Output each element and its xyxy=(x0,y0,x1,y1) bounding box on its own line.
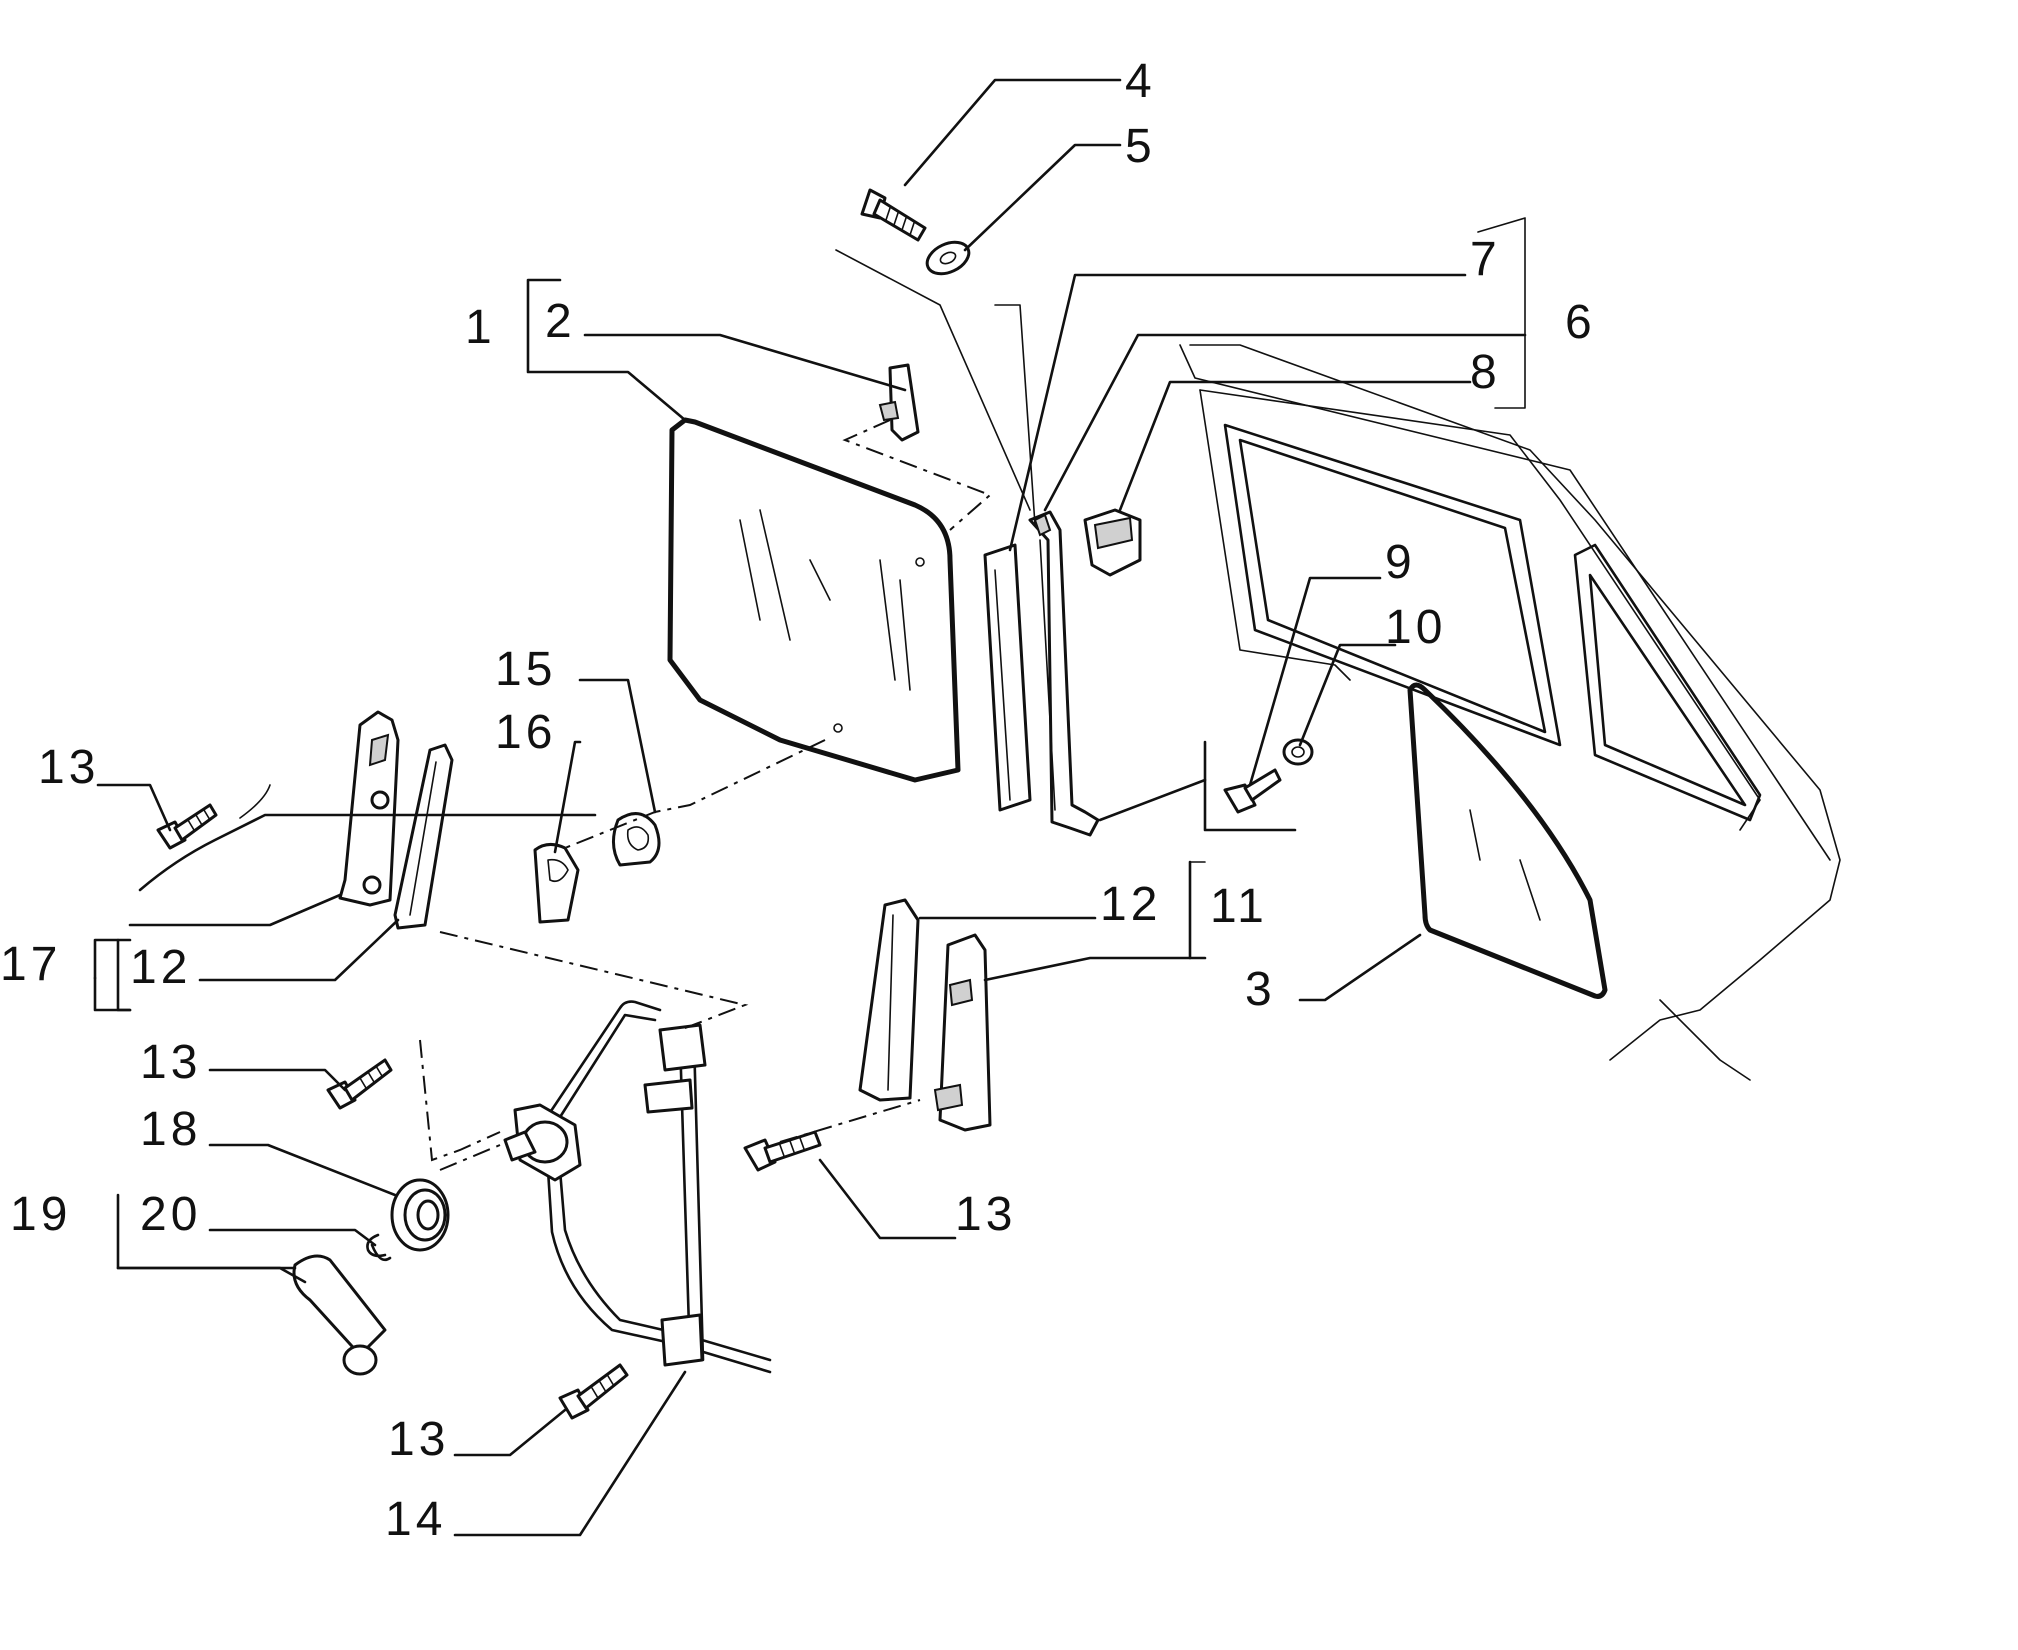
assembly-centre-lines xyxy=(419,249,1036,1171)
washer-part-10 xyxy=(1282,738,1314,766)
label-17: 17 xyxy=(0,938,61,991)
seal-part-12-right xyxy=(858,898,920,1102)
label-12-left: 12 xyxy=(130,941,191,994)
label-13-bottom: 13 xyxy=(388,1413,449,1466)
label-7: 7 xyxy=(1470,233,1501,286)
bolt-part-13-right xyxy=(743,1130,822,1172)
label-11: 11 xyxy=(1210,880,1268,933)
label-13-right: 13 xyxy=(955,1188,1016,1241)
label-8: 8 xyxy=(1470,346,1501,399)
label-18: 18 xyxy=(140,1103,201,1156)
car-body-outline xyxy=(1179,344,1841,1081)
quarter-glass-part-3 xyxy=(1407,682,1608,999)
seal-part-12-left xyxy=(393,743,454,930)
label-12-right: 12 xyxy=(1100,878,1161,931)
rear-channel-part-6 xyxy=(1028,510,1100,837)
label-3: 3 xyxy=(1245,963,1276,1016)
label-10: 10 xyxy=(1385,601,1446,654)
label-13-mid-left: 13 xyxy=(140,1036,201,1089)
label-15: 15 xyxy=(495,643,556,696)
spring-clip-part-20 xyxy=(366,1233,392,1262)
leader-lines xyxy=(93,78,1527,1537)
front-guide-part-17 xyxy=(338,710,400,907)
clip-part-16 xyxy=(533,843,580,924)
label-16: 16 xyxy=(495,706,556,759)
label-14: 14 xyxy=(385,1493,446,1546)
part-number-labels: 4 5 1 2 7 6 8 9 10 15 16 13 12 11 17 12 … xyxy=(0,55,1596,1546)
washer-part-5 xyxy=(925,240,971,276)
glass-clip-part-2 xyxy=(878,363,920,442)
label-4: 4 xyxy=(1125,55,1156,108)
label-5: 5 xyxy=(1125,120,1156,173)
label-6: 6 xyxy=(1565,296,1596,349)
label-13-top-left: 13 xyxy=(38,741,99,794)
bolt-part-13-bottom xyxy=(558,1363,629,1420)
bolt-part-9 xyxy=(1223,768,1282,814)
clip-part-15 xyxy=(612,812,661,867)
clip-part-8 xyxy=(1083,508,1142,577)
label-2: 2 xyxy=(545,295,576,348)
label-19: 19 xyxy=(10,1188,71,1241)
label-1: 1 xyxy=(465,301,496,354)
escutcheon-part-18 xyxy=(390,1178,450,1252)
bolt-part-4 xyxy=(860,188,927,242)
seal-strip-part-7 xyxy=(983,543,1032,812)
window-regulator-part-14 xyxy=(503,1000,772,1374)
door-glass-part-1 xyxy=(667,417,961,783)
label-20: 20 xyxy=(140,1188,201,1241)
label-9: 9 xyxy=(1385,536,1416,589)
rear-guide-part-11 xyxy=(933,933,992,1132)
crank-handle-part-19 xyxy=(292,1254,387,1376)
bolt-part-13-top-left xyxy=(156,803,218,850)
